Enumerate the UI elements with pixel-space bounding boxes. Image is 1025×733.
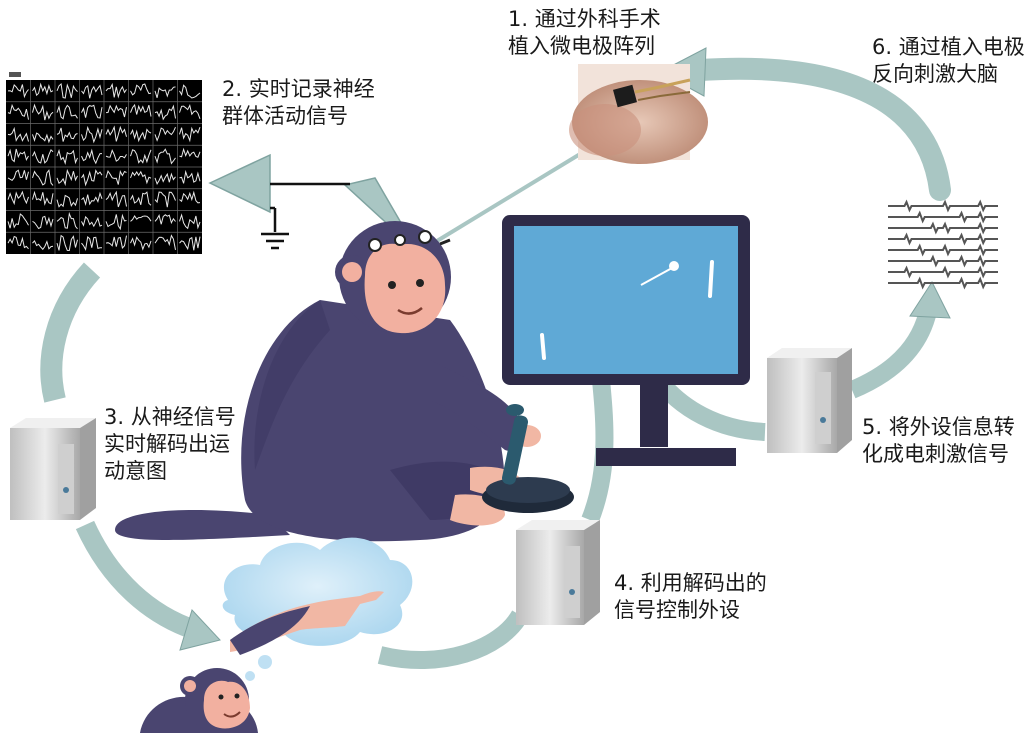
stimulation-signals [888,199,998,290]
joystick-icon [482,404,574,513]
step-1-label: 1. 通过外科手术 植入微电极阵列 [508,7,661,58]
chip-pointer-line [430,146,592,246]
recording-wires [270,182,350,232]
step-2-label: 2. 实时记录神经 群体活动信号 [222,77,375,128]
monkey-small [140,668,258,733]
computer-tower-icon [767,348,852,453]
monkey-main [115,221,541,542]
computer-tower-icon [10,418,96,520]
step-4-label: 4. 利用解码出的 信号控制外设 [614,571,767,622]
step-6-label: 6. 通过植入电极 反向刺激大脑 [872,35,1025,86]
neural-recording-panel [6,70,202,254]
ground-symbol-icon [261,232,289,250]
monitor-icon [502,215,750,466]
curved-arrow-icon [581,369,614,524]
curved-arrow-icon [377,610,528,670]
thought-cloud [222,537,413,692]
curved-arrow-icon [40,262,101,403]
arrowhead-icon [179,609,221,651]
computer-tower-icon [516,520,600,625]
arrowhead-icon [909,280,951,319]
curved-arrow-icon [689,57,951,201]
step-3-label: 3. 从神经信号 实时解码出运 动意图 [104,405,236,483]
curved-arrow-icon [75,520,199,640]
step-5-label: 5. 将外设信息转 化成电刺激信号 [862,415,1015,466]
amplifier-triangle-icon [208,153,271,214]
microelectrode-chip-photo [569,64,708,164]
